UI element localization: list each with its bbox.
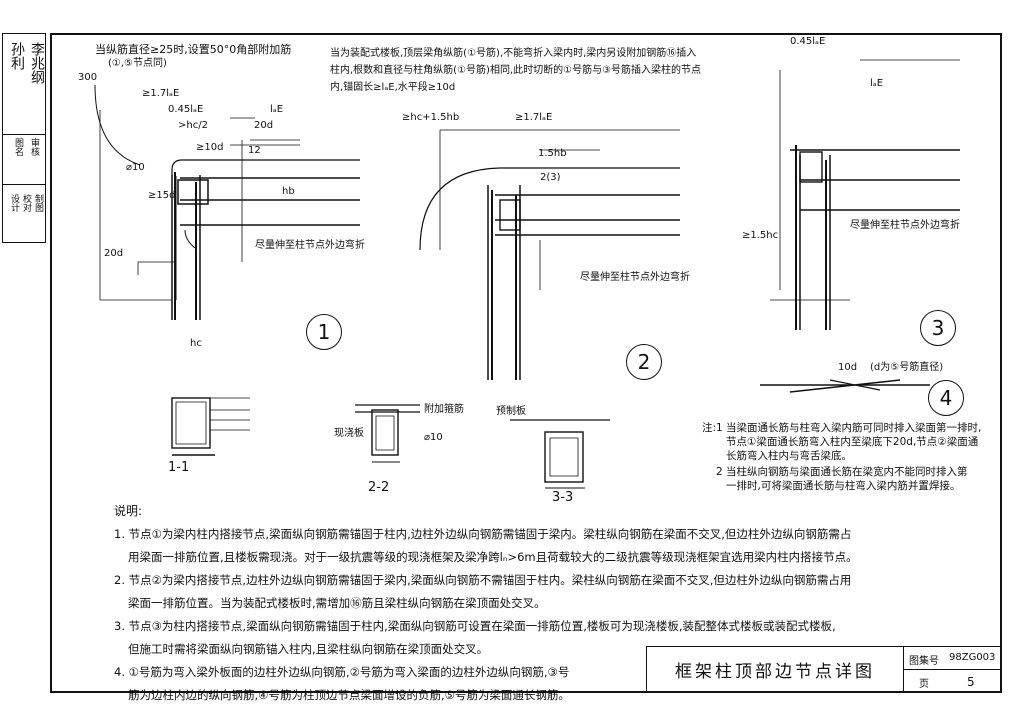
dim-hc-half: >hc/2: [178, 120, 208, 131]
notes-head: 说明:: [114, 504, 143, 518]
dim-2-3: 2(3): [540, 172, 561, 183]
dim-hc: hc: [190, 338, 202, 349]
notes-p1b: 用梁面一排筋位置,且楼板需现浇。对于一级抗震等级的现浇框架及梁净跨lₙ>6m且荷…: [128, 550, 858, 564]
dim-045lae: 0.45lₐE: [168, 104, 204, 115]
notes-p4b: 筋为边柱内边的纵向钢筋,④号筋为柱顶边节点梁面增设的负筋,⑤号筋为梁面通长钢筋。: [128, 688, 570, 702]
signature-strip: 孙利 李兆纲 图名 审核 设计 校对 制图: [2, 33, 46, 243]
note-precast-2: 柱内,根数和直径与柱角纵筋(①号筋)相同,此时切断的①号筋与③号筋插入梁柱的节点: [330, 65, 702, 76]
side-note-l2: 节点①梁面通长筋弯入柱内至梁底下20d,节点②梁面通: [726, 436, 979, 448]
detail-number-4: 4: [928, 380, 964, 416]
dim-hc-15hb: ≥hc+1.5hb: [402, 112, 460, 123]
notes-p2: 2. 节点②为梁内搭接节点,边柱外边纵向钢筋需锚固于梁内,梁面纵向钢筋不需锚固于…: [114, 573, 852, 587]
notes-p3b: 但施工时需将梁面纵向钢筋锚入柱内,且梁柱纵向钢筋在梁顶面处交叉。: [128, 642, 489, 656]
label-cast-slab: 现浇板: [334, 428, 364, 439]
notes-p2b: 梁面一排筋位置。当为装配式楼板时,需增加⑯筋且梁柱纵向钢筋在梁顶面处交叉。: [128, 596, 546, 610]
signature-1: 孙利: [9, 42, 25, 70]
dim-10d-4: 10d: [838, 362, 858, 373]
dim-lae: lₐE: [270, 104, 284, 115]
dim-17lae: ≥1.7lₐE: [142, 88, 180, 99]
label-check: 校对: [21, 194, 31, 212]
title-block: 框架柱顶部边节点详图 图集号 98ZG003 页 5: [646, 646, 1002, 693]
page-number: 5: [967, 675, 975, 689]
detail-number-1: 1: [306, 314, 342, 350]
notes-p3: 3. 节点③为柱内搭接节点,梁面纵向钢筋需锚固于柱内,梁面纵向钢筋可设置在梁面一…: [114, 619, 836, 633]
atlas-number: 98ZG003: [949, 652, 996, 663]
side-note-l4: 2 当柱纵向钢筋与梁面通长筋在梁宽内不能同时排入第: [716, 466, 968, 478]
note-d-diameter: (d为⑤号筋直径): [870, 362, 944, 373]
dim-15hb: 1.5hb: [538, 148, 567, 159]
dim-20d-side: 20d: [104, 248, 124, 259]
section-2-2: 2-2: [368, 480, 390, 495]
signature-2: 李兆纲: [29, 42, 45, 84]
atlas-label: 图集号: [909, 656, 939, 667]
note-precast-1: 当为装配式楼板,顶层梁角纵筋(①号筋),不能弯折入梁内时,梁内另设附加钢筋⑯插入: [330, 48, 697, 59]
drawing-title: 框架柱顶部边节点详图: [647, 647, 904, 692]
explanatory-notes: 说明: 1. 节点①为梁内柱内搭接节点,梁面纵向钢筋需锚固于柱内,边柱外边纵向钢…: [114, 500, 934, 707]
dim-10d: ≥10d: [196, 142, 224, 153]
note-corner-bar-b: (①,⑤节点同): [108, 58, 167, 69]
dim-lae-3: lₐE: [870, 78, 884, 89]
notes-p4: 4. ①号筋为弯入梁外板面的边柱外边纵向钢筋,②号筋为弯入梁面的边柱外边纵向钢筋…: [114, 665, 570, 679]
section-3-3: 3-3: [552, 490, 574, 505]
side-note-l5: 一排时,可将梁面通长筋与柱弯入梁内筋并置焊接。: [726, 480, 961, 492]
note-corner-bar: 当纵筋直径≥25时,设置50°0角部附加筋: [95, 43, 292, 56]
dim-15d: ≥15d: [148, 190, 176, 201]
label-phi10: ⌀10: [424, 432, 443, 443]
detail-number-2: 2: [626, 344, 662, 380]
dim-045lae-3: 0.45lₐE: [790, 36, 826, 47]
page-label: 页: [919, 679, 929, 690]
dim-hb: hb: [282, 186, 295, 197]
side-note-l1: 1 当梁面通长筋与柱弯入梁内筋可同时排入梁面第一排时,: [716, 422, 982, 434]
dim-20d-top: 20d: [254, 120, 274, 131]
label-review: 审核: [29, 138, 39, 156]
dim-15hc: ≥1.5hc: [742, 230, 779, 241]
sheet-frame: [50, 33, 1002, 693]
label-drawing-name: 图名: [13, 138, 23, 156]
label-design: 设计: [9, 194, 19, 212]
detail-number-3: 3: [920, 310, 956, 346]
callout-bend-1: 尽量伸至柱节点外边弯折: [255, 240, 365, 251]
dim-phi10: ⌀10: [126, 162, 145, 173]
side-note-l3: 长筋弯入柱内与弯舌梁底。: [726, 450, 852, 462]
dim-17lae-2: ≥1.7lₐE: [515, 112, 553, 123]
note-precast-3: 内,锚固长≥lₐE,水平段≥10d: [330, 82, 456, 93]
label-draft: 制图: [33, 194, 43, 212]
callout-bend-3: 尽量伸至柱节点外边弯折: [850, 220, 960, 231]
dim-300: 300: [78, 72, 98, 83]
notes-p1: 1. 节点①为梁内柱内搭接节点,梁面纵向钢筋需锚固于柱内,边柱外边纵向钢筋需锚固…: [114, 527, 852, 541]
section-1-1: 1-1: [168, 460, 190, 475]
callout-bend-2: 尽量伸至柱节点外边弯折: [580, 272, 690, 283]
side-note-title: 注:: [702, 422, 717, 434]
label-precast-slab: 预制板: [496, 406, 526, 417]
dim-12: 12: [248, 145, 261, 156]
label-extra-stirrup: 附加箍筋: [424, 404, 464, 415]
